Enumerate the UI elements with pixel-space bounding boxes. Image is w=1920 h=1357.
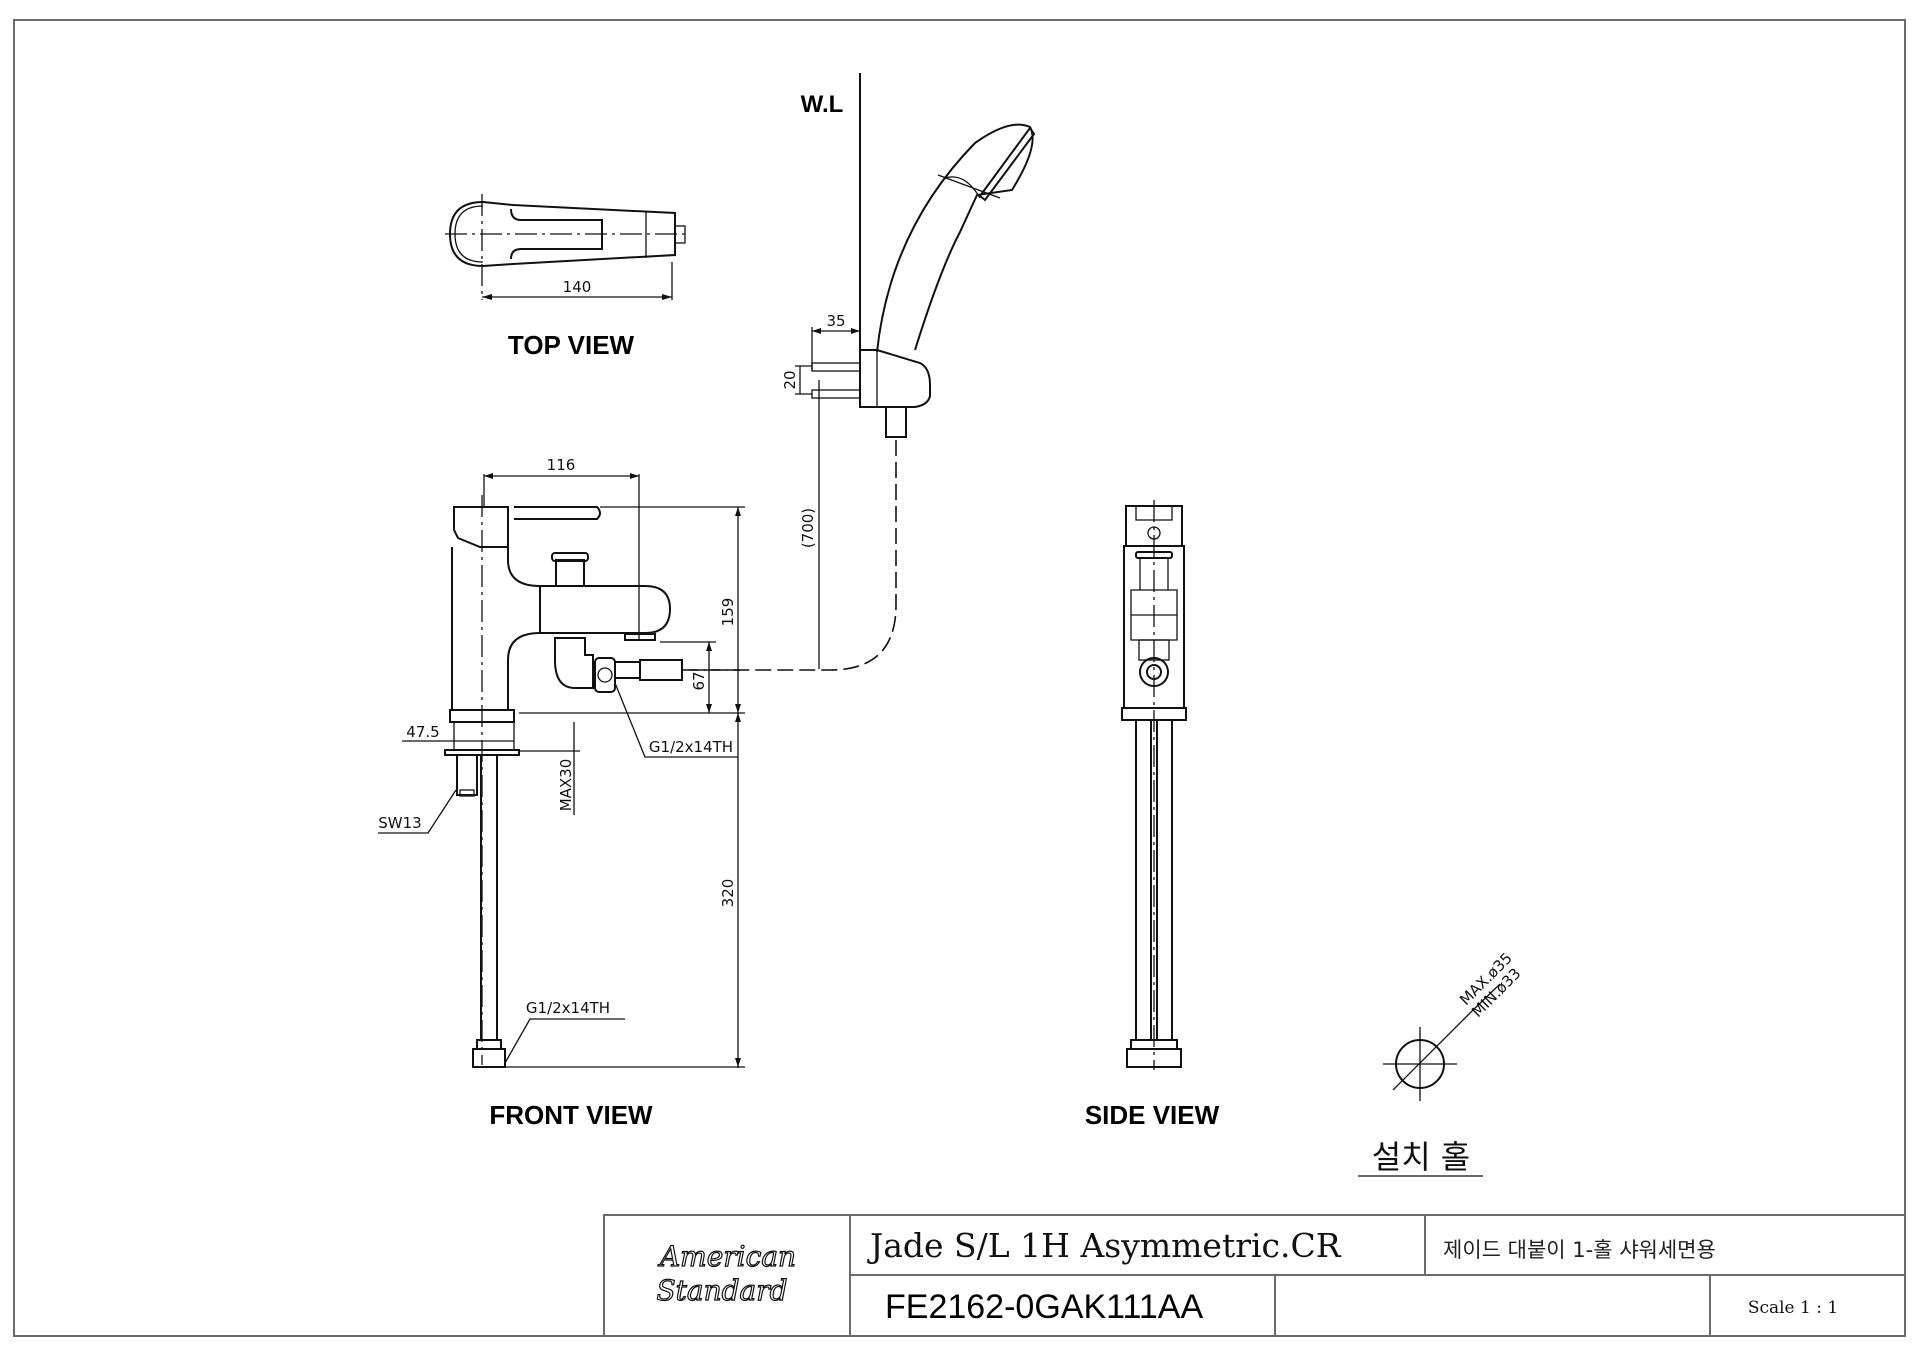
product-name: Jade S/L 1H Asymmetric.CR: [867, 1226, 1342, 1265]
dim-front-width: 116: [547, 456, 576, 474]
install-hole-label: 설치 홀: [1372, 1138, 1471, 1176]
top-view: 140 TOP VIEW: [445, 194, 690, 360]
side-view: SIDE VIEW: [1085, 500, 1220, 1130]
dim-supply-length: 320: [719, 879, 737, 908]
product-name-korean: 제이드 대붙이 1-홀 샤워세면용: [1443, 1238, 1716, 1262]
wall-line-label: W.L: [801, 91, 844, 118]
brand-logo-line1: American: [657, 1240, 796, 1273]
top-view-label: TOP VIEW: [508, 330, 635, 360]
dim-height-total: 159: [719, 598, 737, 627]
label-outlet-thread: G1/2x14TH: [649, 738, 733, 756]
sheet-frame: [13, 19, 1906, 1337]
hand-shower-view: W.L 35 20 (700): [685, 73, 1036, 671]
side-view-label: SIDE VIEW: [1085, 1100, 1220, 1130]
dim-shank-offset: 47.5: [406, 723, 439, 741]
dim-holder-spacing: 20: [781, 370, 799, 389]
label-wrench-size: SW13: [378, 814, 421, 832]
dim-top-width: 140: [563, 278, 592, 296]
dim-deck-thickness: MAX30: [557, 759, 575, 812]
install-hole-detail: MAX.ø35 MIN.ø33 설치 홀: [1358, 949, 1524, 1177]
dim-hose-length: (700): [799, 508, 817, 548]
title-block: American Standard Jade S/L 1H Asymmetric…: [603, 1214, 1906, 1337]
scale-label: Scale 1 : 1: [1748, 1298, 1838, 1318]
dim-holder-offset: 35: [826, 312, 845, 330]
brand-logo-line2: Standard: [656, 1274, 787, 1307]
model-code: FE2162-0GAK111AA: [885, 1288, 1203, 1326]
dim-outlet-height: 67: [690, 671, 708, 690]
front-view: 116 47.5 MAX: [378, 456, 745, 1130]
label-supply-thread: G1/2x14TH: [526, 999, 610, 1017]
front-view-label: FRONT VIEW: [489, 1100, 653, 1130]
